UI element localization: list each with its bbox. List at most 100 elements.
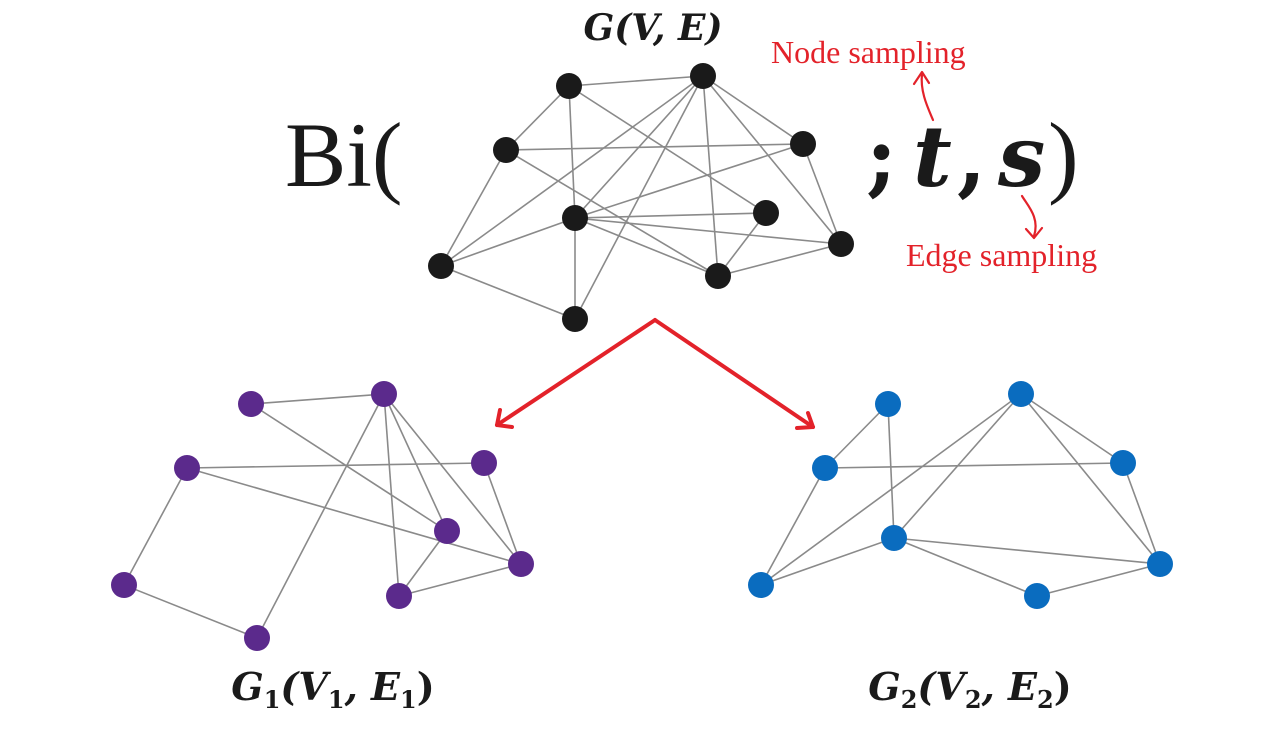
graph-node bbox=[748, 572, 774, 598]
edge bbox=[1020, 393, 1161, 565]
graph-node bbox=[1024, 583, 1050, 609]
split-arrow-right bbox=[653, 318, 815, 429]
edge bbox=[398, 530, 448, 597]
edge bbox=[568, 75, 704, 87]
g2-label-args-close: ) bbox=[1054, 664, 1072, 709]
graph-node bbox=[371, 381, 397, 407]
edge bbox=[123, 584, 258, 639]
edge bbox=[1122, 462, 1161, 565]
edge bbox=[760, 537, 895, 586]
edge bbox=[440, 149, 507, 267]
g2-label-args-mid: , E bbox=[981, 664, 1038, 709]
graph-node bbox=[812, 455, 838, 481]
graph-node bbox=[1008, 381, 1034, 407]
edge bbox=[383, 393, 522, 565]
graph-node bbox=[875, 391, 901, 417]
edge bbox=[505, 143, 804, 151]
graph-node bbox=[828, 231, 854, 257]
graph-node bbox=[753, 200, 779, 226]
edge-sampling-arrow bbox=[1020, 194, 1037, 238]
edge bbox=[123, 467, 188, 586]
edge bbox=[824, 462, 1124, 469]
edge bbox=[887, 403, 895, 539]
graph-node bbox=[556, 73, 582, 99]
graph-node bbox=[174, 455, 200, 481]
subgraph-g2-nodes bbox=[748, 381, 1173, 609]
edge bbox=[505, 85, 570, 151]
subgraph-g1-nodes bbox=[111, 381, 534, 651]
edge-sampling-arrowhead bbox=[1024, 226, 1044, 240]
formula-prefix: Bi( bbox=[285, 104, 403, 206]
g2-label-args-sub1: 2 bbox=[965, 685, 982, 714]
g1-label-base: G bbox=[231, 664, 263, 709]
graph-node bbox=[562, 205, 588, 231]
graph-node bbox=[434, 518, 460, 544]
edge bbox=[702, 75, 842, 245]
edge bbox=[702, 75, 804, 145]
graph-node bbox=[1110, 450, 1136, 476]
edge bbox=[717, 243, 842, 277]
edge bbox=[505, 149, 719, 277]
graph-node bbox=[111, 572, 137, 598]
node-sampling-arrowhead bbox=[912, 70, 931, 86]
subgraph-g2-label: G2(V2, E2) bbox=[868, 664, 1071, 714]
edge bbox=[383, 393, 448, 532]
edge bbox=[760, 393, 1022, 586]
graph-node bbox=[244, 625, 270, 651]
edge bbox=[893, 537, 1038, 597]
graph-node bbox=[428, 253, 454, 279]
split-arrow-right-head bbox=[795, 411, 815, 430]
formula-comma: , bbox=[957, 107, 986, 206]
main-graph bbox=[428, 63, 854, 332]
g1-label-args-mid: , E bbox=[344, 664, 401, 709]
split-arrow-left-head bbox=[495, 408, 514, 429]
main-graph-label: G(V, E) bbox=[584, 7, 723, 49]
edge bbox=[574, 217, 842, 245]
edge bbox=[440, 75, 704, 267]
edge bbox=[574, 217, 719, 277]
g1-label-args-close: ) bbox=[417, 664, 435, 709]
edge bbox=[568, 85, 576, 219]
graph-node bbox=[790, 131, 816, 157]
edge bbox=[483, 462, 522, 565]
subgraph-g2 bbox=[748, 381, 1173, 609]
graph-node bbox=[386, 583, 412, 609]
edge bbox=[250, 403, 448, 532]
node-sampling-label: Node sampling bbox=[771, 34, 966, 70]
g1-label-sub: 1 bbox=[264, 685, 281, 714]
g2-label-sub: 2 bbox=[901, 685, 918, 714]
node-sampling-arrow bbox=[920, 72, 935, 122]
graph-node bbox=[1147, 551, 1173, 577]
subgraph-g1 bbox=[111, 381, 534, 651]
subgraph-g1-label: G1(V1, E1) bbox=[231, 664, 434, 714]
graph-node bbox=[690, 63, 716, 89]
edge bbox=[824, 403, 889, 469]
edge bbox=[717, 212, 767, 277]
edge bbox=[574, 212, 767, 219]
graph-node bbox=[238, 391, 264, 417]
edge bbox=[760, 467, 826, 586]
edge bbox=[250, 393, 385, 405]
graph-node bbox=[881, 525, 907, 551]
formula-param-s: s bbox=[997, 107, 1045, 206]
graph-node bbox=[562, 306, 588, 332]
edge bbox=[893, 537, 1161, 565]
graph-node bbox=[508, 551, 534, 577]
split-arrow-left bbox=[495, 318, 657, 427]
edge bbox=[440, 265, 576, 320]
edge bbox=[574, 143, 804, 219]
g2-label-args-sub2: 2 bbox=[1037, 685, 1054, 714]
subgraph-g1-edges bbox=[123, 393, 522, 639]
graph-node bbox=[471, 450, 497, 476]
g1-label-args-sub1: 1 bbox=[328, 685, 345, 714]
edge bbox=[1036, 563, 1161, 597]
g1-label-args-sub2: 1 bbox=[400, 685, 417, 714]
edge bbox=[440, 217, 576, 267]
edge bbox=[568, 85, 767, 214]
formula-param-t: t bbox=[913, 107, 952, 206]
edge bbox=[186, 467, 522, 565]
edge bbox=[186, 462, 485, 469]
graph-node bbox=[493, 137, 519, 163]
g2-label-base: G bbox=[868, 664, 900, 709]
edge bbox=[802, 143, 842, 245]
